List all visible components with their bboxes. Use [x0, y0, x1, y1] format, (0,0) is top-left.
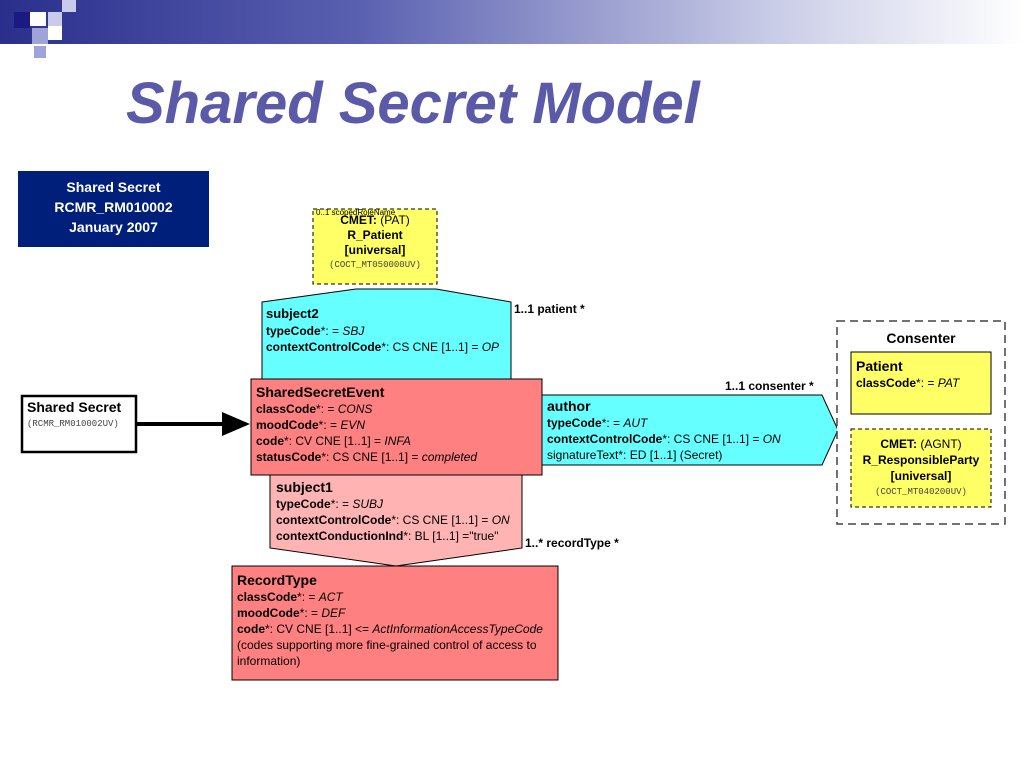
- event-statuscode: statusCode*: CS CNE [1..1] = completed: [256, 450, 478, 464]
- model-info-id: RCMR_RM010002: [54, 199, 173, 215]
- model-info-name: Shared Secret: [66, 179, 161, 195]
- cmet-patient-code: (COCT_MT050000UV): [329, 260, 421, 270]
- subject1-name: subject1: [276, 479, 333, 495]
- cmet-responsible-type: (AGNT): [917, 437, 962, 451]
- cmet-patient-scope: [universal]: [344, 243, 406, 257]
- logo-square-dark: [14, 12, 30, 28]
- entry-arrow-head: [222, 412, 250, 436]
- logo-square-light: [32, 28, 48, 44]
- record-type-name: RecordType: [237, 572, 317, 588]
- model-info-banner: Shared Secret RCMR_RM010002 January 2007: [18, 171, 209, 247]
- cmet-responsible-shape: [850, 428, 992, 508]
- patient-role-shape: [850, 351, 992, 415]
- record-classcode: classCode*: = ACT: [237, 590, 343, 604]
- record-moodcode: moodCode*: = DEF: [237, 606, 346, 620]
- patient-role: Patient classCode*: = PAT: [856, 357, 959, 391]
- event-moodcode: moodCode*: = EVN: [256, 418, 366, 432]
- record-type-shape: [231, 565, 559, 681]
- cmet-responsible-scope: [universal]: [890, 469, 952, 483]
- patient-role-name: Patient: [856, 358, 903, 374]
- subject2-typecode: typeCode*: = SBJ: [266, 324, 365, 338]
- cmet-responsible-code: (COCT_MT040200UV): [875, 487, 967, 497]
- consenter-relationship-label: 1..1 consenter *: [725, 379, 814, 393]
- page-title: Shared Secret Model: [126, 71, 700, 136]
- cmet-patient-shape: [312, 208, 438, 285]
- logo-square-light-2: [48, 12, 62, 26]
- cmet-patient-tag: 0..1 scopedRoleName: [316, 208, 396, 217]
- author-name: author: [547, 398, 591, 414]
- entry-point: Shared Secret (RCMR_RM010002UV): [27, 398, 121, 432]
- record-type: RecordType classCode*: = ACT moodCode*: …: [237, 571, 543, 669]
- entry-point-code: (RCMR_RM010002UV): [27, 419, 119, 429]
- author-participation: author typeCode*: = AUT contextControlCo…: [547, 397, 781, 463]
- logo-square-white: [30, 12, 46, 26]
- subject2-name: subject2: [266, 306, 319, 321]
- recordtype-relationship-label: 1..* recordType *: [525, 536, 619, 550]
- subject2-contextcontrol: contextControlCode*: CS CNE [1..1] = OP: [266, 340, 500, 354]
- author-contextcontrol: contextControlCode*: CS CNE [1..1] = ON: [547, 432, 781, 446]
- author-signaturetext: signatureText*: ED [1..1] (Secret): [547, 448, 723, 462]
- cmet-responsible-party: CMET: (AGNT) R_ResponsibleParty [univers…: [852, 436, 990, 500]
- cmet-patient: 0..1 scopedRoleName CMET: (PAT) R_Patien…: [316, 208, 434, 273]
- cmet-patient-name: R_Patient: [347, 228, 403, 242]
- entry-point-name: Shared Secret: [27, 399, 122, 415]
- author-typecode: typeCode*: = AUT: [547, 416, 648, 430]
- cmet-patient-label: CMET:: [340, 213, 377, 227]
- logo-square-light-3: [62, 0, 76, 12]
- header-band: [0, 0, 1024, 44]
- model-info-date: January 2007: [69, 219, 158, 235]
- cmet-responsible-label: CMET:: [880, 437, 917, 451]
- shared-secret-event-shape: [250, 378, 543, 476]
- cmet-responsible-name: R_ResponsibleParty: [862, 453, 980, 467]
- subject1-contextconduction: contextConductionInd*: BL [1..1] ="true": [276, 529, 499, 543]
- subject1-typecode: typeCode*: = SUBJ: [276, 497, 384, 511]
- event-name: SharedSecretEvent: [256, 384, 385, 400]
- consenter-title: Consenter: [886, 330, 956, 346]
- patient-role-classcode: classCode*: = PAT: [856, 376, 960, 390]
- shared-secret-event: SharedSecretEvent classCode*: = CONS moo…: [256, 383, 477, 465]
- entry-point-shape: [20, 394, 138, 454]
- subject1-participation: subject1 typeCode*: = SUBJ contextContro…: [276, 478, 510, 544]
- event-classcode: classCode*: = CONS: [256, 402, 373, 416]
- event-code: code*: CV CNE [1..1] = INFA: [256, 434, 411, 448]
- logo-square-white-2: [48, 26, 62, 40]
- subject1-contextcontrol: contextControlCode*: CS CNE [1..1] = ON: [276, 513, 510, 527]
- subject2-participation: subject2 typeCode*: = SBJ contextControl…: [266, 305, 499, 355]
- logo-square-light-4: [34, 46, 46, 58]
- record-code: code*: CV CNE [1..1] <= ActInformationAc…: [237, 622, 543, 636]
- patient-relationship-label: 1..1 patient *: [514, 302, 585, 316]
- record-note-line1: (codes supporting more fine-grained cont…: [237, 638, 537, 652]
- record-note-line2: information): [237, 654, 301, 668]
- cmet-patient-type: (PAT): [376, 213, 410, 227]
